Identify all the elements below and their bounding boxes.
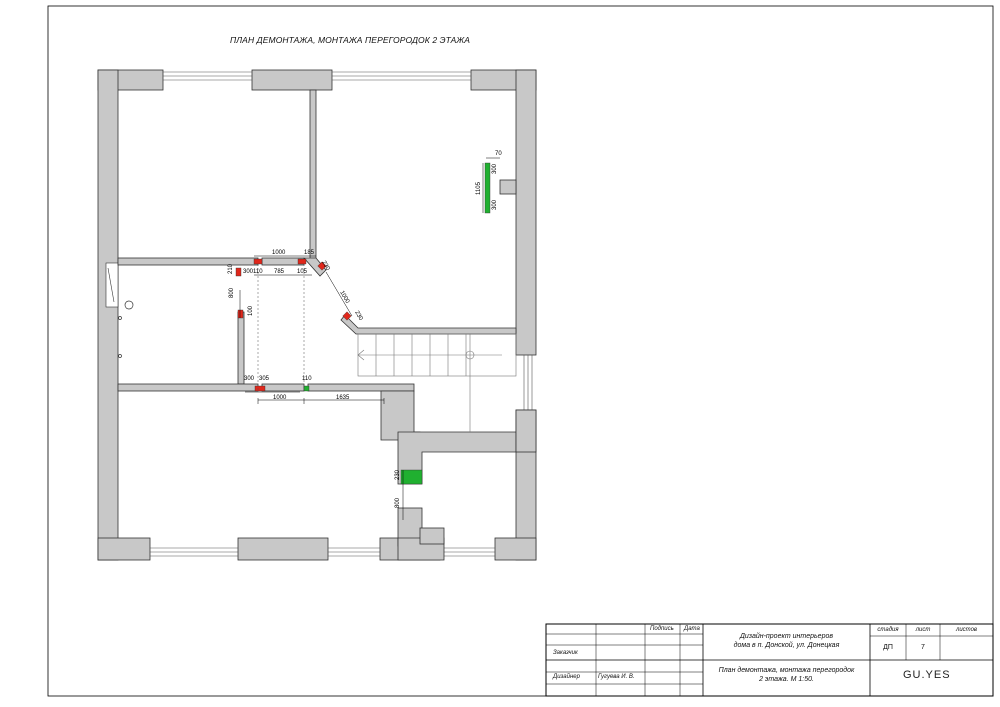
dim-label: 1000 — [338, 290, 350, 305]
wall-right-upper — [515, 69, 537, 356]
wall-top-middle — [251, 69, 333, 91]
dim-label: 800 — [229, 287, 235, 298]
tb-project-line1: Дизайн-проект интерьеров — [739, 633, 834, 640]
dim-label: 210 — [228, 263, 234, 274]
tb-sheet-number: 7 — [921, 644, 925, 651]
tb-stadiya: стадия — [877, 627, 899, 633]
tb-list: лист — [915, 627, 931, 633]
dim-label: 1635 — [336, 395, 350, 401]
demolish-markers — [235, 258, 352, 392]
wall-bottom-left — [97, 537, 151, 561]
dim-label: 70 — [495, 151, 502, 157]
dim-label: 110 — [253, 269, 263, 275]
dim-label: 1000 — [272, 250, 286, 256]
dim-label: 100 — [248, 305, 254, 316]
interior-walls — [117, 89, 537, 561]
wall-bathroom-right — [515, 409, 537, 453]
wall-left — [97, 69, 119, 561]
tb-designer-label: Дизайнер — [553, 674, 580, 680]
wall-small-room — [237, 311, 245, 385]
windows — [105, 71, 533, 557]
dim-label: 785 — [274, 269, 285, 275]
dimension-labels: 1000 185 210 300 110 785 105 800 100 300… — [228, 151, 502, 508]
sheet-frame — [47, 5, 994, 697]
drawing-title: ПЛАН ДЕМОНТАЖА, МОНТАЖА ПЕРЕГОРОДОК 2 ЭТ… — [230, 35, 471, 45]
wall-niche — [499, 179, 517, 195]
wall-corridor-right — [307, 383, 415, 392]
brand-logo: GU.YES — [903, 669, 951, 681]
tb-sheet-line1: План демонтажа, монтажа перегородок — [718, 667, 855, 674]
dim-label: 230 — [320, 260, 331, 272]
wall-stair-top — [340, 314, 517, 335]
tb-data: Дата — [684, 626, 700, 632]
dimension-lines — [239, 157, 500, 520]
tb-listov: листов — [955, 627, 978, 633]
dim-label: 1000 — [273, 395, 287, 401]
dim-label: 800 — [395, 497, 401, 508]
tb-designer-name: Гугуева И. В. — [598, 674, 635, 680]
staircase — [357, 333, 517, 432]
dim-label: 105 — [297, 269, 308, 275]
dim-label: 300 — [492, 163, 498, 174]
tb-podpis: Подпись — [650, 626, 674, 632]
wall-partition-top — [309, 89, 317, 261]
dim-label: 300 — [244, 376, 255, 382]
dim-label: 300 — [243, 269, 254, 275]
wall-hall-top-mid — [261, 257, 305, 266]
title-block — [545, 623, 994, 697]
dim-label: 300 — [492, 199, 498, 210]
wall-diagonal-a — [303, 257, 327, 277]
dim-label: 1105 — [476, 181, 482, 195]
tb-sheet-line2: 2 этажа. М 1:50. — [759, 676, 814, 683]
tb-zakazchik: Заказчик — [553, 650, 578, 656]
wall-bottom-right-b — [494, 537, 537, 561]
dim-label: 185 — [304, 250, 315, 256]
fixtures — [118, 300, 134, 358]
guide-lines — [257, 264, 305, 392]
wall-hall-top-left — [117, 257, 259, 266]
dim-label: 230 — [395, 469, 401, 480]
tb-stage-value: ДП — [883, 644, 893, 651]
wall-corridor-mid — [261, 383, 305, 392]
dim-label: 305 — [259, 376, 270, 382]
wall-bathroom-corner — [419, 527, 445, 545]
dim-label: 110 — [302, 376, 312, 382]
tb-project-line2: дома в п. Донской, ул. Донецкая — [733, 642, 840, 649]
exterior-walls — [97, 69, 537, 561]
install-markers — [303, 162, 491, 485]
wall-bottom-middle — [237, 537, 329, 561]
wall-corridor-left — [117, 383, 259, 392]
dim-label: 230 — [353, 310, 364, 322]
